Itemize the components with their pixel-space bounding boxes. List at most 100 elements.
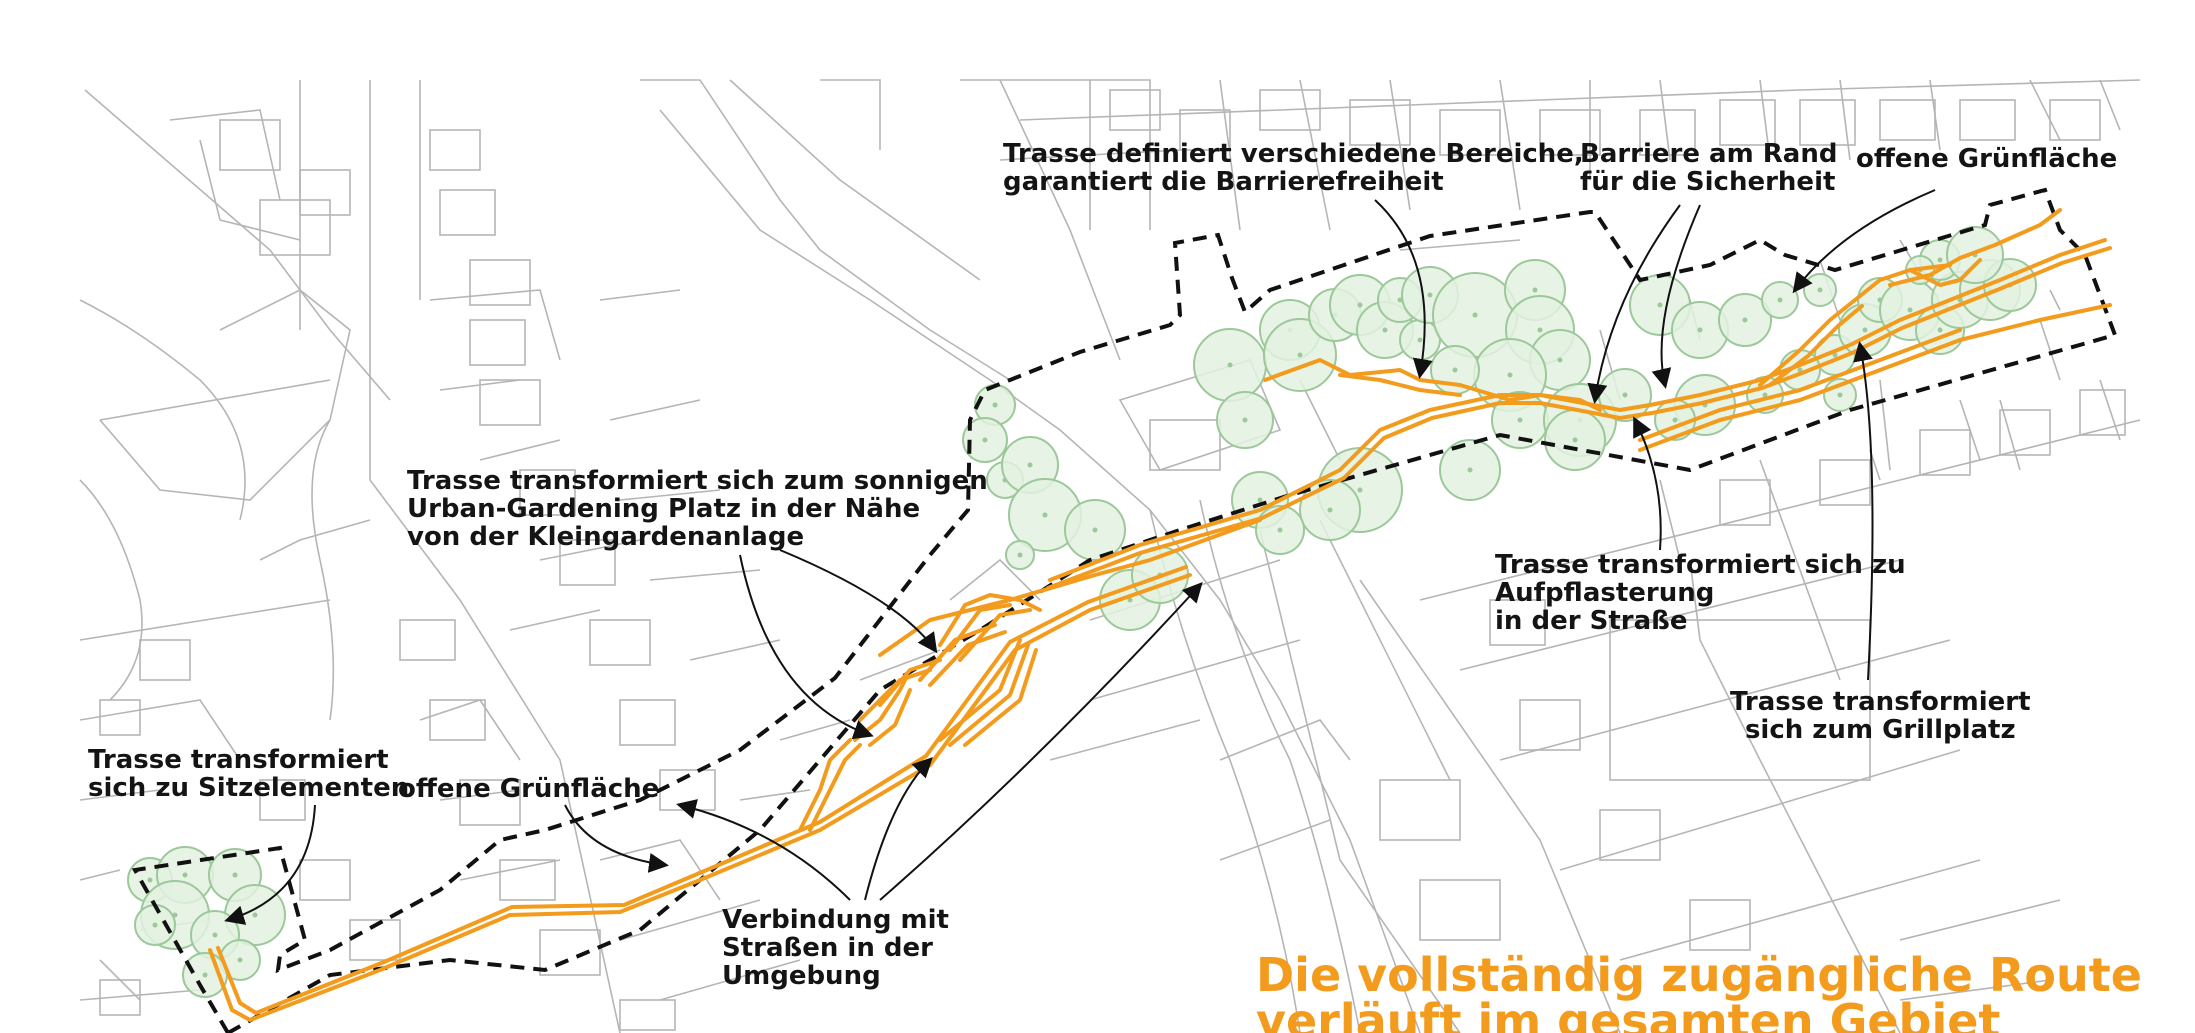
tree-trunk [1862,327,1868,333]
parcel-line [1619,859,1981,961]
tree-trunk [1672,417,1678,423]
annotation-line: Aufpflasterung [1495,578,1715,608]
annotation-line: Verbindung mit [722,905,949,935]
tree-trunk [1472,312,1478,318]
building-footprint [519,469,576,516]
tree-trunk [1937,327,1943,333]
tree-trunk [1277,527,1283,533]
tree [1064,499,1126,561]
building-footprint [1439,109,1501,156]
parcel-line [619,899,761,941]
tree-trunk [1127,597,1133,603]
building-footprint [619,699,676,746]
parcel-line [259,519,371,561]
building-footprint [1259,89,1321,131]
annotation-barriere: Barriere am Rand für die Sicherheit [1580,140,1837,196]
arrow-grillplatz [1853,341,1874,681]
annotation-verbindung: Verbindung mit Straßen in der Umgebung [722,906,949,990]
building-footprint [1609,619,1871,781]
parcel-line [599,289,681,301]
tree-trunk [1467,467,1473,473]
route-line [1638,303,2112,452]
arrow-aufpflasterung [1633,416,1662,551]
parcel-line [1399,239,1521,251]
parcel-line [1419,419,2141,601]
parcel-line [479,439,561,461]
building-footprint [1519,699,1581,751]
tree-trunk [1507,372,1513,378]
parcel-line [1259,529,1461,1033]
parcel-line [1499,639,1951,761]
parcel-line [539,539,641,561]
arrow-urban-2 [739,554,874,740]
building-footprint [299,169,351,216]
annotation-line: garantiert die Barrierefreiheit [1003,167,1444,197]
parcel-line [1049,719,1201,761]
building-footprint [2079,389,2126,436]
route-line [938,638,1022,742]
tree-trunk [1557,357,1563,363]
tree-trunk [202,972,208,978]
building-footprint [299,859,351,901]
arrow-offene-left [564,804,669,873]
building-footprint [1419,879,1501,941]
tree-trunk [1532,287,1538,293]
headline: Die vollständig zugängliche Route verläu… [1256,952,2142,1033]
parcel-line [2099,79,2121,131]
annotation-arrows [224,189,1936,925]
tree-trunk [147,877,153,883]
tree-trunk [992,402,998,408]
tree-trunk [1777,297,1783,303]
tree [1005,540,1035,570]
road-edge [1199,499,1361,1033]
route-line [1768,304,1864,387]
parcel-line [2049,289,2061,311]
building-footprint [1919,429,1971,476]
route-line [858,668,932,722]
tree [1803,273,1837,307]
parcel-line [79,599,331,641]
parcel-line [1459,559,1901,671]
tree-trunk [1257,497,1263,503]
building-footprint [1539,109,1601,156]
annotation-line: Urban-Gardening Platz in der Nähe [407,494,921,524]
building-footprint [1719,99,1776,146]
tree-trunk [1517,417,1523,423]
building-footprint [1149,419,1221,471]
tree-trunk [1657,302,1663,308]
tree [1255,505,1305,555]
tree-trunk [152,922,158,928]
route-line [853,678,907,742]
route-line [808,743,862,832]
building-footprint [399,619,456,661]
parcel-line [79,869,121,881]
arrow-barriere-2 [1651,204,1701,389]
parcel-line [1659,479,1681,561]
annotation-line: Trasse transformiert sich zum sonnigen [407,466,988,496]
parcel-line [1899,979,2051,1001]
route-line [1618,238,2107,412]
building-footprint [1959,99,2016,141]
annotation-line: offene Grünfläche [398,774,660,804]
parcel-line [949,558,1041,601]
road-edge [311,419,335,721]
tree-trunk [1907,307,1913,313]
parcel-line [599,839,721,901]
parcel-line [609,399,701,421]
building-footprint [1379,779,1461,841]
annotation-line: offene Grünfläche [1856,144,2118,174]
parcel-line [859,649,941,681]
parcel-line [199,139,301,241]
parcel-line [1899,899,2061,941]
building-footprint [349,919,401,961]
tree-trunk [1417,337,1423,343]
tree [962,417,1008,463]
route-line [918,623,997,682]
tree [1946,226,2004,284]
annotation-line: Trasse transformiert [88,745,389,775]
route-line [963,648,1038,747]
tree-trunk [1242,417,1248,423]
parcel-line [659,109,1421,1033]
